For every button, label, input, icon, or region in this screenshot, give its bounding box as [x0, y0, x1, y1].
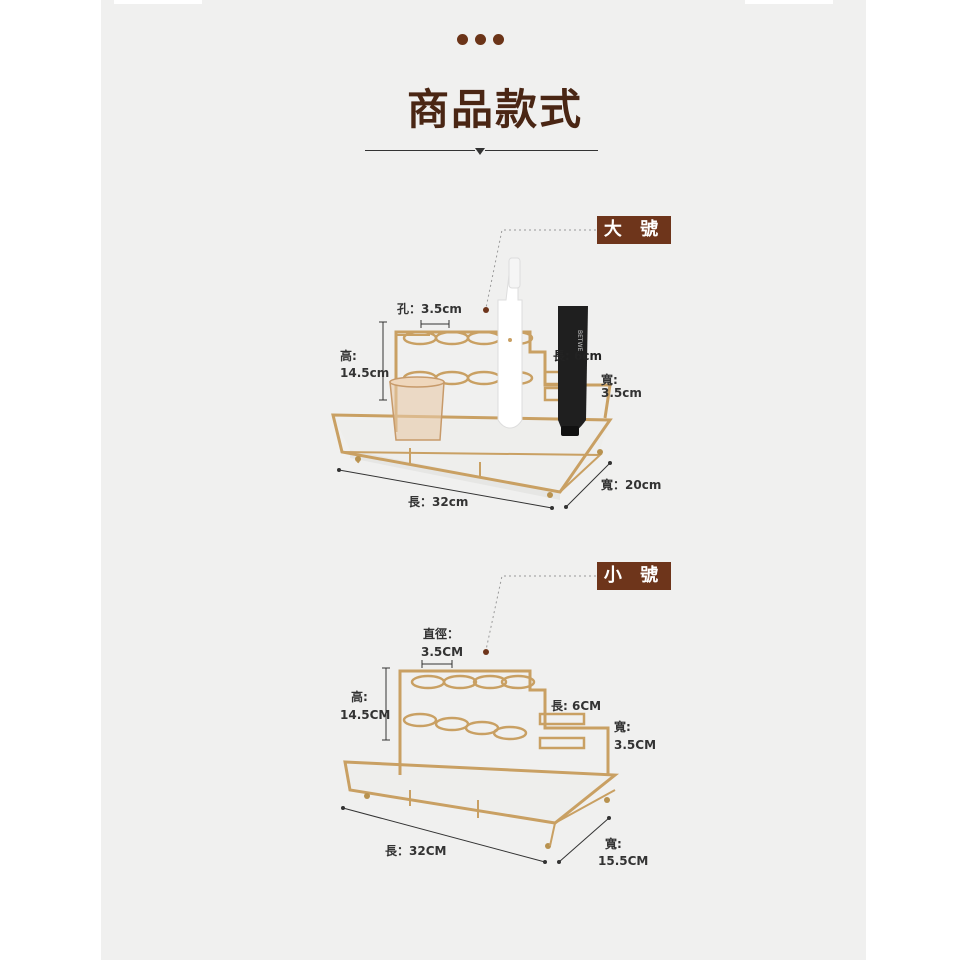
small-length-label: 長：32CM [385, 844, 447, 858]
dot-icon [493, 34, 504, 45]
large-size-badge: 大 號 [597, 216, 671, 244]
large-length-label: 長：32cm [408, 495, 469, 509]
large-slot-length-label: 長: 6cm [553, 349, 602, 363]
small-rack-drawing [341, 575, 620, 864]
small-width-label-2: 15.5CM [598, 854, 649, 868]
small-height-label-1: 高: [351, 690, 368, 704]
small-height-label-2: 14.5CM [340, 708, 391, 722]
large-slot-width-label-2: 3.5cm [601, 386, 642, 400]
large-height-label-2: 14.5cm [340, 366, 390, 380]
small-diameter-label-2: 3.5CM [421, 645, 464, 659]
large-rack-drawing: BETWE [331, 229, 613, 510]
top-edge-right [745, 0, 833, 4]
small-diameter-label-1: 直徑： [423, 627, 460, 641]
small-size-badge: 小 號 [597, 562, 671, 590]
title-divider-right [485, 150, 598, 151]
small-slot-width-label-1: 寬: [614, 720, 631, 734]
top-edge-left [114, 0, 202, 4]
decorative-dots [457, 34, 504, 45]
large-width-label: 寬：20cm [601, 478, 662, 492]
divider-arrow-icon [475, 148, 485, 155]
small-slot-width-label-2: 3.5CM [614, 738, 657, 752]
small-width-label-1: 寬: [605, 837, 622, 851]
large-height-label-1: 高: [340, 349, 357, 363]
svg-text:BETWE: BETWE [576, 330, 583, 352]
dot-icon [457, 34, 468, 45]
small-slot-length-label: 長: 6CM [551, 699, 602, 713]
large-hole-size-label: 孔：3.5cm [397, 302, 462, 316]
title-divider-left [365, 150, 475, 151]
dot-icon [475, 34, 486, 45]
large-slot-width-label-1: 寬: [601, 373, 618, 387]
page-title: 商品款式 [406, 85, 583, 134]
